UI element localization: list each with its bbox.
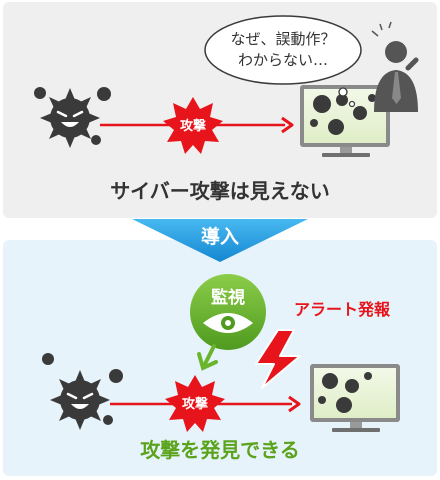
monitoring-badge xyxy=(190,274,266,350)
alert-label: アラート発報 xyxy=(294,300,391,319)
transition-arrow xyxy=(132,219,308,262)
virus-icon-small xyxy=(42,353,123,425)
attack-label: 攻撃 xyxy=(182,396,208,412)
thought-bubble xyxy=(204,15,362,108)
confused-person-icon xyxy=(374,41,419,112)
attack-burst-icon xyxy=(163,97,223,154)
attack-label: 攻撃 xyxy=(180,118,206,134)
virus-icon-small xyxy=(34,87,111,145)
attack-burst-icon xyxy=(165,375,225,432)
thought-line-2: わからない… xyxy=(238,51,328,69)
monitor-arrow xyxy=(197,344,218,371)
alert-lightning-icon xyxy=(255,329,301,389)
thought-line-1: なぜ、誤動作？ xyxy=(230,30,335,48)
confusion-marks-icon xyxy=(371,21,392,37)
virus-icon xyxy=(40,88,100,148)
transition-label: 導入 xyxy=(201,225,239,248)
top-caption: サイバー攻撃は見えない xyxy=(110,179,330,203)
screen-virus-icons xyxy=(310,94,376,135)
eye-icon xyxy=(203,313,253,333)
monitor-label: 監視 xyxy=(211,287,245,308)
screen-virus-icons xyxy=(318,372,372,413)
virus-icon xyxy=(50,370,110,430)
bottom-caption: 攻撃を発見できる xyxy=(140,438,300,462)
